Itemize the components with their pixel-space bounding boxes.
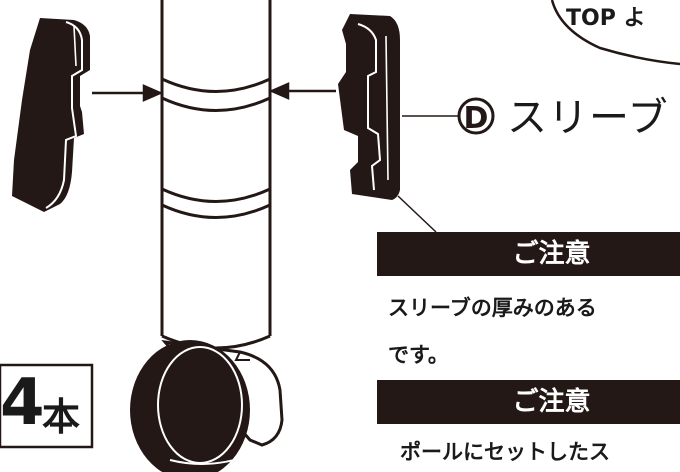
quantity-number: 4 (0, 366, 45, 440)
notice-text-1-line-1: スリーブの厚みのある (388, 296, 597, 320)
callout-top-text: TOP よ (566, 6, 646, 31)
right-sleeve (338, 14, 400, 200)
notice-text-1-line-2: です。 (388, 343, 449, 367)
notice-header-2: ご注意 (377, 380, 680, 424)
sleeve-label: スリーブ (507, 95, 669, 141)
caster-wheel (130, 339, 284, 472)
notice-title-2: ご注意 (512, 387, 591, 417)
pole (160, 0, 272, 350)
arrows (92, 82, 336, 102)
leader-lines (397, 115, 458, 233)
quantity-box (0, 363, 94, 449)
notice-text-2-line-1: ポールにセットしたス (400, 440, 610, 464)
notice-title-1: ご注意 (512, 239, 591, 269)
circle-d-badge (457, 97, 495, 135)
callout-bubble (550, 0, 680, 66)
notice-header-1: ご注意 (377, 232, 680, 276)
circle-letter: D (464, 101, 489, 136)
quantity-unit: 本 (42, 395, 81, 439)
left-sleeve (12, 18, 90, 212)
